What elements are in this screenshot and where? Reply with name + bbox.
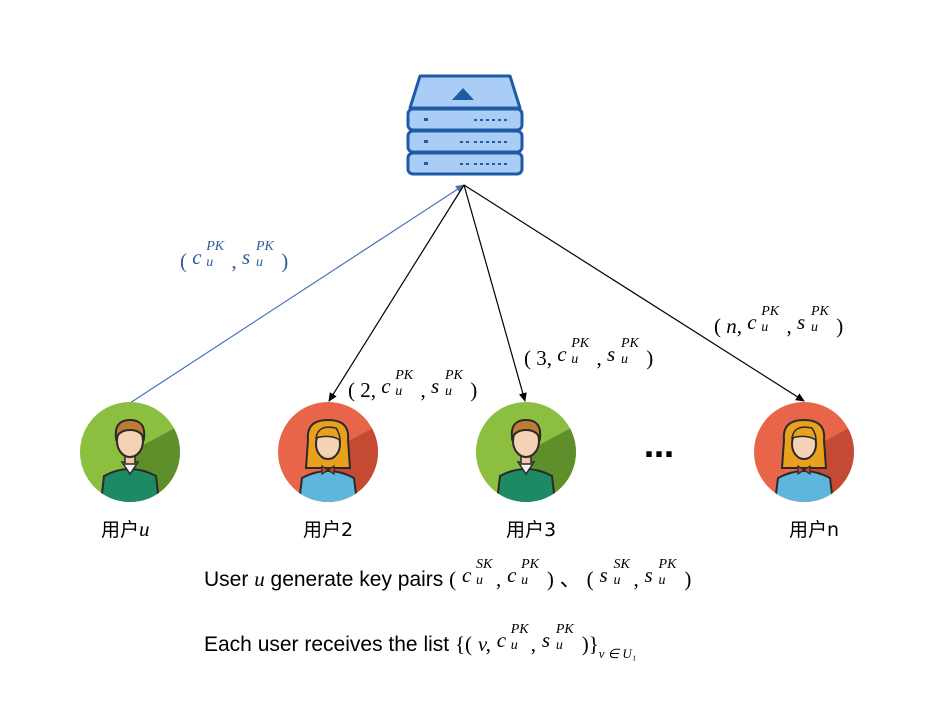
- edge-u-to-server: [129, 184, 465, 404]
- user-3-avatar: [476, 402, 576, 502]
- user-2-avatar: [278, 402, 378, 502]
- edge-server-to-2: [328, 184, 465, 402]
- edge-server-to-3: [463, 184, 527, 402]
- user-n-avatar: [754, 402, 854, 502]
- user-label-u: 用户u: [101, 517, 150, 541]
- user-u-avatar: [80, 402, 180, 502]
- more-users-ellipsis: …: [644, 430, 676, 465]
- edge-server-to-n: [463, 184, 805, 402]
- user-label-3: 用户3: [506, 519, 557, 541]
- user-label-2: 用户2: [303, 519, 354, 541]
- user-label-n: 用户n: [789, 519, 840, 541]
- server-stack-icon: [406, 74, 524, 176]
